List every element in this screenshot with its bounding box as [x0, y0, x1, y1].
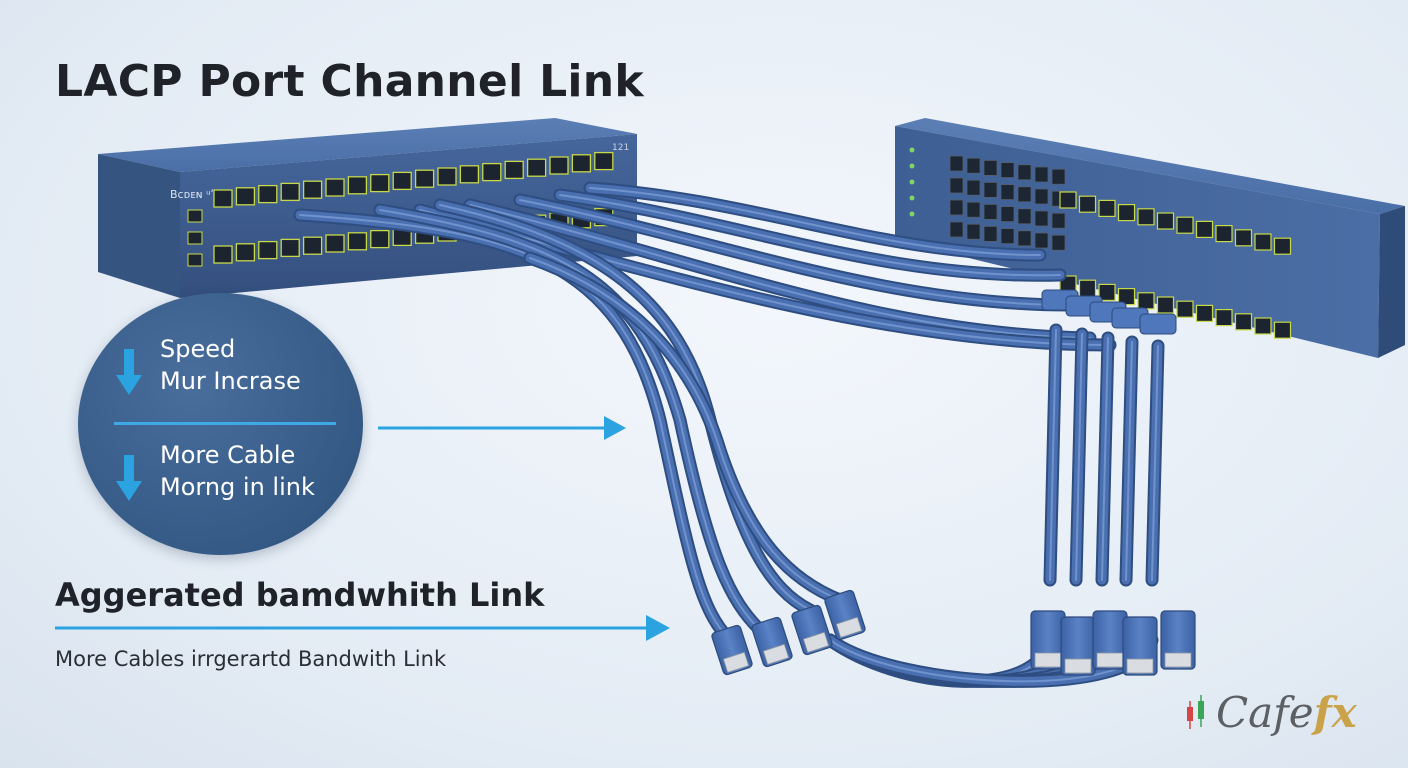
- switch-port: [437, 167, 457, 186]
- switch-port: [213, 189, 233, 208]
- divider: [114, 422, 336, 425]
- info-item-speed-line2: Mur Incrase: [160, 367, 301, 395]
- switch-port: [571, 154, 592, 173]
- info-circle: Speed Mur Incrase More Cable Morng in li…: [78, 293, 363, 555]
- caption-text: More Cables irrgerartd Bandwith Link: [55, 647, 447, 671]
- logo-text-main: Cafe: [1216, 688, 1314, 737]
- switch-port: [302, 180, 323, 199]
- switch-port: [549, 156, 569, 175]
- switch-port: [235, 187, 256, 206]
- left-switch-model: 121: [612, 143, 629, 153]
- info-item-cables-line1: More Cable: [160, 441, 296, 469]
- switch-port: [594, 151, 614, 171]
- rj45-plug: [1030, 610, 1066, 670]
- rj45-plug: [791, 604, 833, 656]
- left-switch-port-block: [187, 151, 614, 267]
- arrow-right-lower: [55, 615, 670, 641]
- info-item-speed-line1: Speed: [160, 335, 236, 363]
- switch-port: [302, 236, 323, 255]
- switch-port: [325, 234, 345, 253]
- cable-bundle: [293, 181, 1196, 688]
- arrow-right-upper: [378, 416, 626, 440]
- switch-port: [347, 176, 368, 195]
- info-item-cables-line2: Morng in link: [160, 473, 315, 501]
- switch-port: [235, 243, 256, 262]
- info-item-cables: More Cable Morng in link: [114, 439, 315, 505]
- switch-port: [347, 232, 368, 251]
- rj45-plug: [1122, 616, 1158, 676]
- switch-port: [504, 160, 524, 180]
- switch-port: [414, 169, 435, 188]
- rj45-plug: [1160, 610, 1196, 670]
- switch-port: [213, 245, 233, 264]
- left-switch-label: Bᴄᴅᴇɴ ᵘʹ: [170, 188, 214, 201]
- candlestick-icon: [1187, 694, 1204, 729]
- right-switch-port-block: [909, 147, 1292, 339]
- switch-port: [258, 240, 278, 260]
- switch-port: [325, 178, 345, 197]
- logo-text-accent: fx: [1313, 688, 1357, 737]
- rj45-plug: [711, 624, 753, 676]
- brand-logo: Cafe fx: [1184, 688, 1357, 737]
- switch-port: [258, 184, 278, 204]
- section-heading: Aggerated bamdwhith Link: [55, 576, 545, 614]
- switch-port: [459, 165, 480, 184]
- right-switch: [895, 118, 1405, 358]
- page-title: LACP Port Channel Link: [55, 56, 644, 107]
- switch-port: [370, 229, 390, 249]
- rj45-plug: [824, 589, 866, 641]
- switch-port: [392, 171, 412, 191]
- arrow-down-icon: [116, 349, 142, 395]
- switch-port: [280, 182, 300, 202]
- switch-port: [280, 238, 300, 258]
- rj45-plug: [751, 616, 793, 668]
- switch-port: [526, 158, 547, 177]
- switch-port: [370, 173, 390, 193]
- arrow-down-icon: [116, 455, 142, 501]
- rj45-plug: [1060, 616, 1096, 676]
- info-item-speed: Speed Mur Incrase: [114, 333, 301, 399]
- switch-port: [482, 162, 502, 182]
- rj45-plug: [1092, 610, 1128, 670]
